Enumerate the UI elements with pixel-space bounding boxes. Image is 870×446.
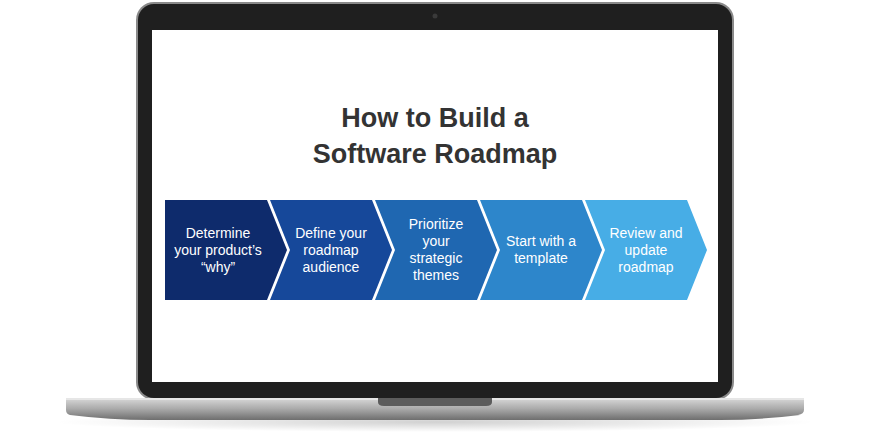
lid-edge xyxy=(136,2,734,400)
chevron-text-area: Start with a template xyxy=(502,204,580,296)
process-chevron: Determine your product’s “why” xyxy=(165,200,287,300)
chevron-fill xyxy=(480,200,602,300)
chevron-fill xyxy=(270,200,392,300)
step-label: Determine your product’s “why” xyxy=(171,225,265,276)
chevron-text-area: Review and update roadmap xyxy=(607,204,685,296)
step-label: Start with a template xyxy=(502,233,580,267)
chevron-text-area: Determine your product’s “why” xyxy=(171,204,265,296)
process-chevron: Define your roadmap audience xyxy=(270,200,392,300)
step-label: Define your roadmap audience xyxy=(292,225,370,276)
camera xyxy=(433,14,438,19)
diagram-title: How to Build a Software Roadmap xyxy=(295,100,575,172)
lid-notch xyxy=(378,398,492,406)
bezel xyxy=(138,4,732,398)
process-chevron: Review and update roadmap xyxy=(585,200,707,300)
process-chevron: Start with a template xyxy=(480,200,602,300)
chevron-text-area: Define your roadmap audience xyxy=(292,204,370,296)
laptop-base xyxy=(66,398,804,420)
process-chevron: Prioritize your strategic themes xyxy=(375,200,497,300)
chevron-fill xyxy=(375,200,497,300)
chevron-fill xyxy=(585,200,707,300)
step-label: Prioritize your strategic themes xyxy=(397,216,475,284)
chevron-text-area: Prioritize your strategic themes xyxy=(397,204,475,296)
screen xyxy=(152,30,718,382)
chevron-fill xyxy=(165,200,287,300)
step-label: Review and update roadmap xyxy=(607,225,685,276)
